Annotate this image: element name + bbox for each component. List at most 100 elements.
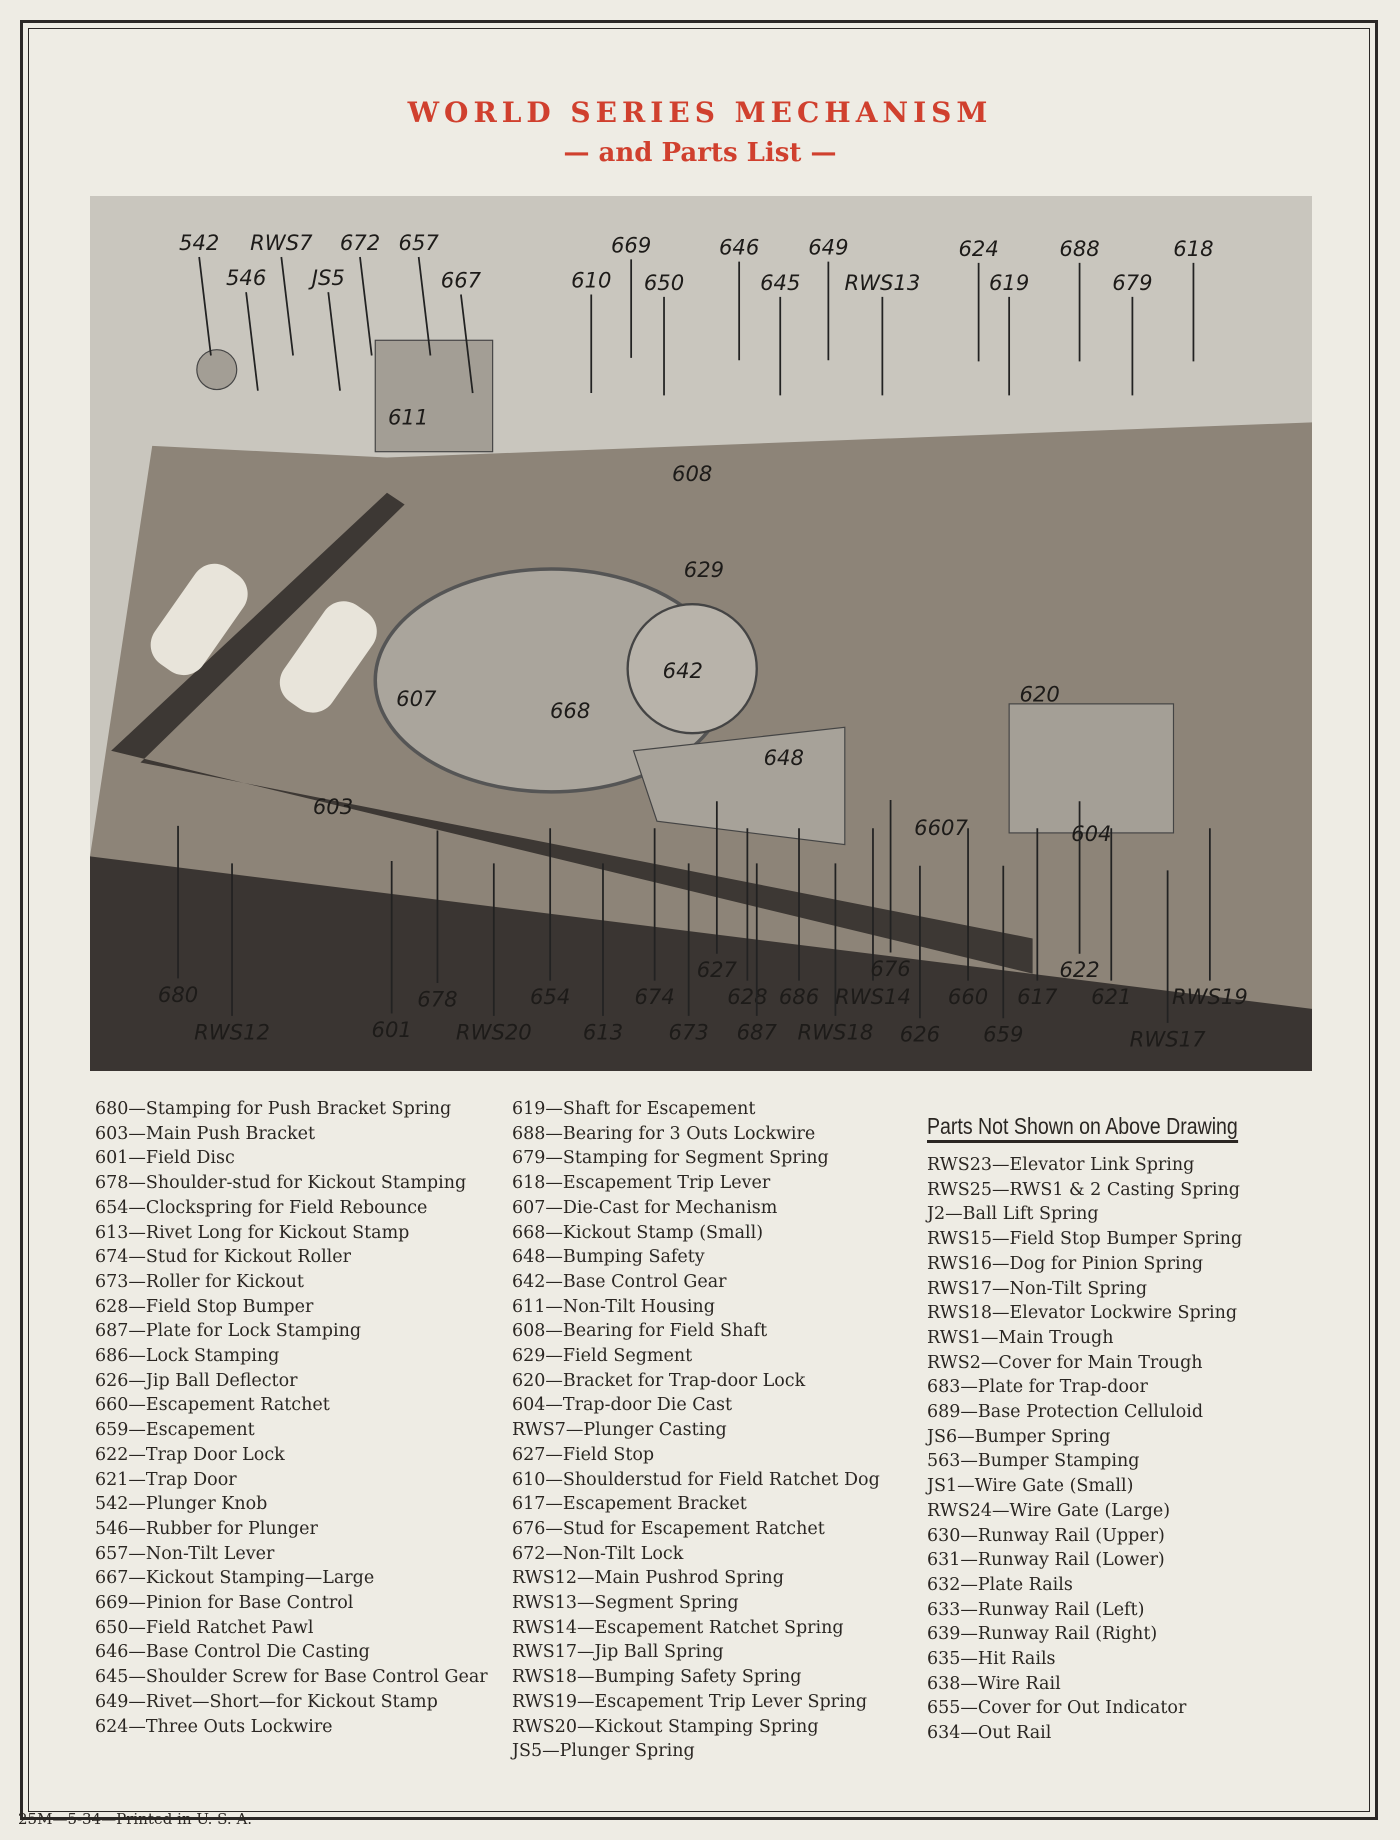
page-border-inner bbox=[28, 28, 1370, 1812]
parts-list-item: 687—Plate for Lock Stamping bbox=[95, 1321, 362, 1342]
parts-list-item: RWS18—Bumping Safety Spring bbox=[512, 1667, 802, 1688]
parts-list-item: 660—Escapement Ratchet bbox=[95, 1395, 330, 1416]
callout-label: RWS12 bbox=[194, 1019, 270, 1044]
board-slot bbox=[279, 601, 377, 713]
callout-label: 648 bbox=[764, 745, 804, 770]
callout-label: 620 bbox=[1020, 682, 1060, 707]
callout-label: 672 bbox=[340, 230, 380, 255]
parts-not-shown-heading: Parts Not Shown on Above Drawing bbox=[927, 1113, 1238, 1143]
parts-list-item: JS5—Plunger Spring bbox=[512, 1741, 695, 1762]
parts-list-item: 633—Runway Rail (Left) bbox=[927, 1599, 1145, 1620]
parts-list-item: 688—Bearing for 3 Outs Lockwire bbox=[512, 1123, 816, 1144]
callout-label: 610 bbox=[571, 267, 611, 292]
parts-list-column-2: 619—Shaft for Escapement 688—Bearing for … bbox=[512, 1097, 880, 1764]
callout-label: 626 bbox=[900, 1022, 940, 1047]
parts-list-item: 604—Trap-door Die Cast bbox=[512, 1395, 733, 1416]
parts-list-item: RWS15—Field Stop Bumper Spring bbox=[927, 1229, 1243, 1250]
plunger-knob bbox=[196, 349, 238, 391]
callout-label: 646 bbox=[719, 235, 759, 260]
callout-label: 604 bbox=[1071, 821, 1111, 846]
callout-label: JS5 bbox=[308, 265, 345, 290]
parts-list-item: 657—Non-Tilt Lever bbox=[95, 1543, 275, 1564]
callout-label: 680 bbox=[158, 982, 198, 1007]
parts-list-item: 601—Field Disc bbox=[95, 1148, 235, 1169]
parts-list-item: 635—Hit Rails bbox=[927, 1649, 1056, 1670]
callout-label: 667 bbox=[441, 267, 482, 292]
parts-list-item: 629—Field Segment bbox=[512, 1346, 693, 1367]
callout-label: 686 bbox=[779, 984, 819, 1009]
callout-label: RWS14 bbox=[835, 984, 911, 1009]
parts-list-item: 546—Rubber for Plunger bbox=[95, 1518, 318, 1539]
callout-label: 546 bbox=[226, 265, 266, 290]
parts-list-item: RWS24—Wire Gate (Large) bbox=[927, 1500, 1171, 1521]
parts-list-item: 678—Shoulder-stud for Kickout Stamping bbox=[95, 1173, 467, 1194]
parts-list-item: JS1—Wire Gate (Small) bbox=[927, 1476, 1134, 1497]
callout-label: 660 bbox=[948, 984, 988, 1009]
parts-list-item: RWS2—Cover for Main Trough bbox=[927, 1352, 1203, 1373]
callout-label: 657 bbox=[399, 230, 440, 255]
callout-label: 676 bbox=[870, 956, 910, 981]
parts-list-item: RWS16—Dog for Pinion Spring bbox=[927, 1253, 1204, 1274]
callout-label: RWS13 bbox=[844, 270, 920, 295]
parts-list-item: 689—Base Protection Celluloid bbox=[927, 1402, 1204, 1423]
parts-list-item: 628—Field Stop Bumper bbox=[95, 1296, 314, 1317]
callout-label: 679 bbox=[1112, 270, 1152, 295]
document-title: WORLD SERIES MECHANISM bbox=[407, 96, 993, 129]
callout-label: 650 bbox=[644, 270, 684, 295]
callout-label: 674 bbox=[634, 984, 674, 1009]
parts-list-item: RWS13—Segment Spring bbox=[512, 1593, 739, 1614]
callout-label: 542 bbox=[179, 230, 219, 255]
leader-line bbox=[359, 256, 373, 356]
parts-list-item: 642—Base Control Gear bbox=[512, 1271, 727, 1292]
parts-list-item: JS6—Bumper Spring bbox=[927, 1426, 1111, 1447]
callout-label: 654 bbox=[530, 984, 570, 1009]
parts-list-item: 650—Field Ratchet Pawl bbox=[95, 1617, 314, 1638]
parts-list-item: 680—Stamping for Push Bracket Spring bbox=[95, 1099, 452, 1119]
parts-list-item: RWS17—Non-Tilt Spring bbox=[927, 1278, 1148, 1299]
parts-list-item: 639—Runway Rail (Right) bbox=[927, 1624, 1158, 1645]
callout-label: 642 bbox=[663, 658, 703, 683]
callout-label: 624 bbox=[958, 236, 998, 261]
parts-list-item: RWS23—Elevator Link Spring bbox=[927, 1155, 1195, 1175]
callout-label: 628 bbox=[727, 984, 767, 1009]
callout-label: 619 bbox=[989, 270, 1029, 295]
callout-label: 613 bbox=[583, 1019, 623, 1044]
parts-list-item: 686—Lock Stamping bbox=[95, 1346, 280, 1367]
parts-list-item: 621—Trap Door bbox=[95, 1469, 237, 1490]
parts-list-item: 667—Kickout Stamping—Large bbox=[95, 1568, 375, 1589]
parts-list-item: 626—Jip Ball Deflector bbox=[95, 1370, 298, 1391]
parts-list-item: 683—Plate for Trap-door bbox=[927, 1377, 1148, 1398]
parts-list-item: 619—Shaft for Escapement bbox=[512, 1099, 756, 1119]
parts-list-item: 669—Pinion for Base Control bbox=[95, 1593, 354, 1614]
bumping-safety bbox=[632, 726, 846, 846]
parts-list-item: 679—Stamping for Segment Spring bbox=[512, 1148, 829, 1169]
print-info: 25M—5-34—Printed in U. S. A. bbox=[18, 1810, 253, 1828]
parts-list-item: 668—Kickout Stamp (Small) bbox=[512, 1222, 764, 1243]
callout-label: 611 bbox=[388, 405, 428, 430]
callout-label: 668 bbox=[550, 698, 590, 723]
callout-label: RWS7 bbox=[250, 230, 313, 255]
callout-label: 622 bbox=[1059, 957, 1099, 982]
callout-label: 617 bbox=[1017, 984, 1058, 1009]
parts-list-item: 655—Cover for Out Indicator bbox=[927, 1698, 1187, 1719]
parts-list-item: RWS17—Jip Ball Spring bbox=[512, 1642, 724, 1663]
parts-list-item: 654—Clockspring for Field Rebounce bbox=[95, 1197, 428, 1218]
parts-list-item: 617—Escapement Bracket bbox=[512, 1494, 747, 1515]
parts-list-item: RWS12—Main Pushrod Spring bbox=[512, 1568, 784, 1589]
callout-label: 687 bbox=[737, 1019, 778, 1044]
parts-list-item: 622—Trap Door Lock bbox=[95, 1444, 285, 1465]
parts-list-item: RWS7—Plunger Casting bbox=[512, 1420, 727, 1441]
parts-list-item: 603—Main Push Bracket bbox=[95, 1123, 315, 1144]
parts-list-item: 634—Out Rail bbox=[927, 1723, 1052, 1744]
parts-list-item: J2—Ball Lift Spring bbox=[927, 1204, 1099, 1225]
board-slot bbox=[150, 563, 248, 676]
parts-list-item: RWS14—Escapement Ratchet Spring bbox=[512, 1617, 844, 1638]
parts-list-item: 613—Rivet Long for Kickout Stamp bbox=[95, 1222, 410, 1243]
parts-list-item: 649—Rivet—Short—for Kickout Stamp bbox=[95, 1691, 438, 1712]
callout-label: 645 bbox=[760, 270, 800, 295]
parts-list-item: RWS25—RWS1 & 2 Casting Spring bbox=[927, 1179, 1240, 1200]
leader-line bbox=[280, 256, 294, 356]
